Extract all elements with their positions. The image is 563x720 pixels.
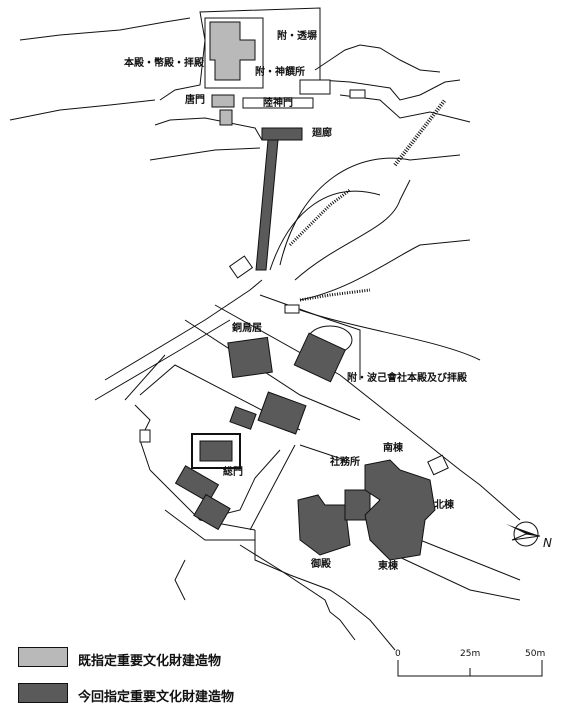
scale-bar: [397, 660, 543, 677]
label-kairo: 廻廊: [312, 128, 332, 139]
label-hakoshasha: 附・波己會社本殿及び拝殿: [347, 373, 467, 384]
label-tobei: 附・透塀: [277, 31, 317, 42]
label-shamusho: 社務所: [330, 457, 360, 468]
compass-rose: [506, 521, 541, 547]
legend-swatch-new: [18, 683, 68, 703]
label-somon: 総門: [223, 467, 243, 478]
label-honden: 本殿・幣殿・拝殿: [124, 58, 204, 69]
legend-swatch-existing: [18, 647, 68, 667]
kairo-corridor: [255, 127, 303, 271]
label-minamimune: 南棟: [383, 443, 403, 454]
label-karamon: 唐門: [185, 95, 205, 106]
minor-structures: [139, 255, 449, 476]
label-dotorii: 銅鳥居: [232, 323, 262, 334]
label-higashimune: 東棟: [378, 561, 398, 572]
scale-label-max: 50m: [525, 649, 546, 659]
upper-outlines: [204, 17, 366, 109]
hakoshasha-shrine: [293, 332, 346, 383]
scale-label-zero: 0: [395, 649, 401, 659]
somon-gate-outline: [191, 433, 241, 469]
gates-stairs: [174, 336, 307, 531]
label-shinsensho: 附・神饌所: [255, 67, 305, 78]
terrain-lines: [9, 7, 521, 651]
main-buildings: [297, 459, 436, 561]
compass-north-letter: N: [543, 536, 552, 550]
scale-label-mid: 25m: [460, 649, 481, 659]
label-rikushinmon: 陸神門: [263, 98, 293, 109]
existing-structures: [209, 21, 256, 126]
label-goten: 御殿: [311, 559, 331, 570]
label-kitamune: 北棟: [434, 500, 454, 511]
legend-label-new: 今回指定重要文化財建造物: [78, 690, 235, 705]
legend-label-existing: 既指定重要文化財建造物: [78, 654, 222, 669]
